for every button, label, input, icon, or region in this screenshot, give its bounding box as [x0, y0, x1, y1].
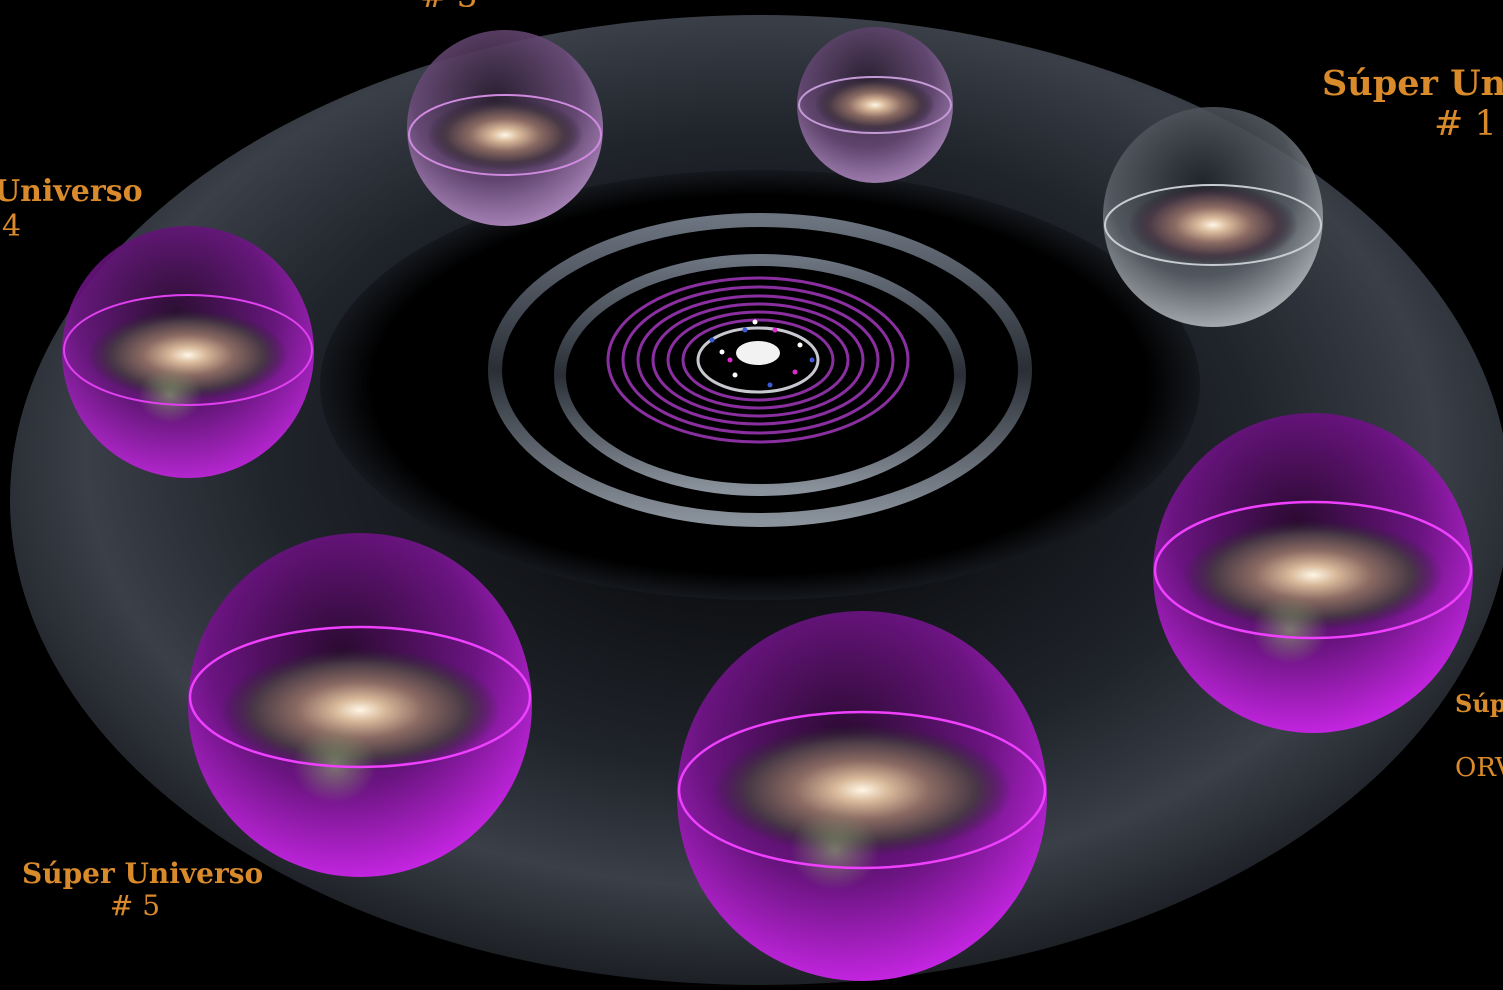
sphere-4	[62, 226, 314, 478]
superuniverse-1-name: Súper Uni	[1322, 63, 1503, 104]
sphere-6	[677, 611, 1047, 981]
superuniverse-7-number: ORV	[1455, 752, 1503, 783]
superuniverse-1-label: Súper Uni # 1	[1322, 63, 1503, 145]
superuniverse-4-label: Universo 4	[0, 174, 143, 244]
superuniverse-1-number: # 1	[1434, 104, 1497, 145]
superuniverse-4-number: 4	[2, 208, 22, 244]
havona-circuits	[606, 276, 910, 444]
superuniverse-7-label: Súp ORV	[1455, 690, 1503, 783]
superuniverse-4-name: Universo	[0, 174, 143, 209]
sphere-1	[1103, 107, 1323, 327]
superuniverse-5-name: Súper Universo	[22, 857, 264, 890]
superuniverse-7-name: Súp	[1455, 689, 1503, 718]
superuniverse-3-number: # 3	[420, 0, 477, 15]
sphere-5	[188, 533, 532, 877]
superuniverse-3-label: # 3	[420, 0, 477, 15]
sphere-2	[797, 27, 953, 183]
superuniverse-5-number: # 5	[109, 889, 161, 923]
sphere-3	[407, 30, 603, 226]
paradise-isle	[736, 341, 780, 365]
superuniverse-5-label: Súper Universo # 5	[22, 857, 264, 923]
central-core	[488, 213, 1032, 527]
sphere-7	[1153, 413, 1473, 733]
central-dots	[709, 319, 815, 388]
